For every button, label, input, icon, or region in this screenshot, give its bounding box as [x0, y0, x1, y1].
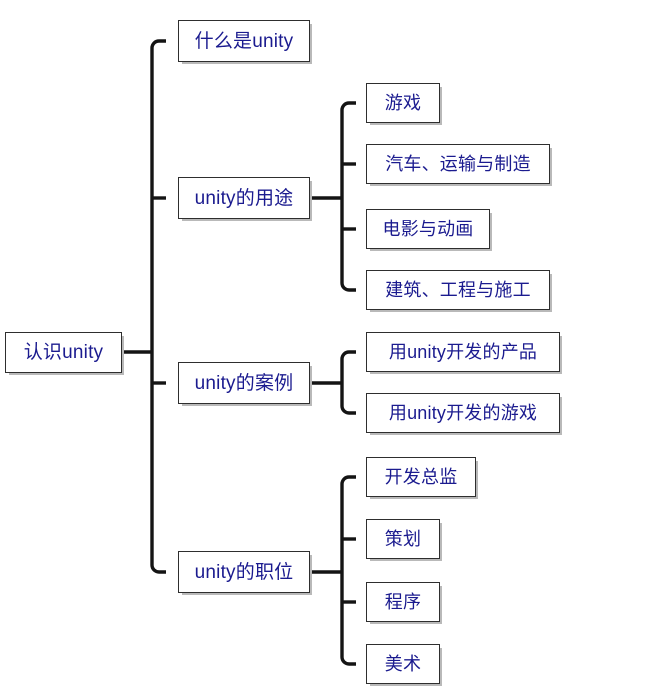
node-job-planner-label: 策划 [384, 529, 422, 549]
node-branch-what-is-unity-label: 什么是unity [194, 30, 294, 52]
node-branch-unity-jobs[interactable]: unity的职位 [178, 551, 310, 593]
node-job-programmer[interactable]: 程序 [366, 582, 440, 622]
node-usage-automotive-transport-manufacturing-label: 汽车、运输与制造 [385, 154, 531, 174]
edge-main-trunk [150, 39, 166, 574]
edge-usage-trunk [340, 101, 356, 292]
node-root-label: 认识unity [23, 342, 104, 363]
node-branch-unity-jobs-label: unity的职位 [194, 561, 294, 583]
node-job-planner[interactable]: 策划 [366, 519, 440, 559]
node-job-programmer-label: 程序 [384, 592, 422, 612]
node-branch-unity-cases[interactable]: unity的案例 [178, 362, 310, 404]
node-case-products-built-with-unity[interactable]: 用unity开发的产品 [366, 332, 560, 372]
node-branch-unity-usage[interactable]: unity的用途 [178, 177, 310, 219]
node-usage-architecture-engineering-construction-label: 建筑、工程与施工 [385, 280, 531, 300]
node-case-games-built-with-unity-label: 用unity开发的游戏 [388, 403, 538, 423]
node-case-games-built-with-unity[interactable]: 用unity开发的游戏 [366, 393, 560, 433]
node-job-development-director-label: 开发总监 [384, 467, 458, 487]
node-branch-what-is-unity[interactable]: 什么是unity [178, 20, 310, 62]
node-usage-games[interactable]: 游戏 [366, 83, 440, 123]
node-job-development-director[interactable]: 开发总监 [366, 457, 476, 497]
node-usage-architecture-engineering-construction[interactable]: 建筑、工程与施工 [366, 270, 550, 310]
node-usage-games-label: 游戏 [384, 93, 422, 113]
node-job-artist[interactable]: 美术 [366, 644, 440, 684]
edge-job-trunk [340, 475, 356, 666]
node-usage-film-animation[interactable]: 电影与动画 [366, 209, 490, 249]
node-usage-automotive-transport-manufacturing[interactable]: 汽车、运输与制造 [366, 144, 550, 184]
node-usage-film-animation-label: 电影与动画 [382, 219, 474, 239]
node-job-artist-label: 美术 [384, 654, 422, 674]
edge-case-trunk [340, 350, 356, 415]
node-case-products-built-with-unity-label: 用unity开发的产品 [388, 342, 538, 362]
node-branch-unity-cases-label: unity的案例 [194, 372, 294, 394]
node-root[interactable]: 认识unity [5, 332, 122, 373]
node-branch-unity-usage-label: unity的用途 [194, 187, 294, 209]
